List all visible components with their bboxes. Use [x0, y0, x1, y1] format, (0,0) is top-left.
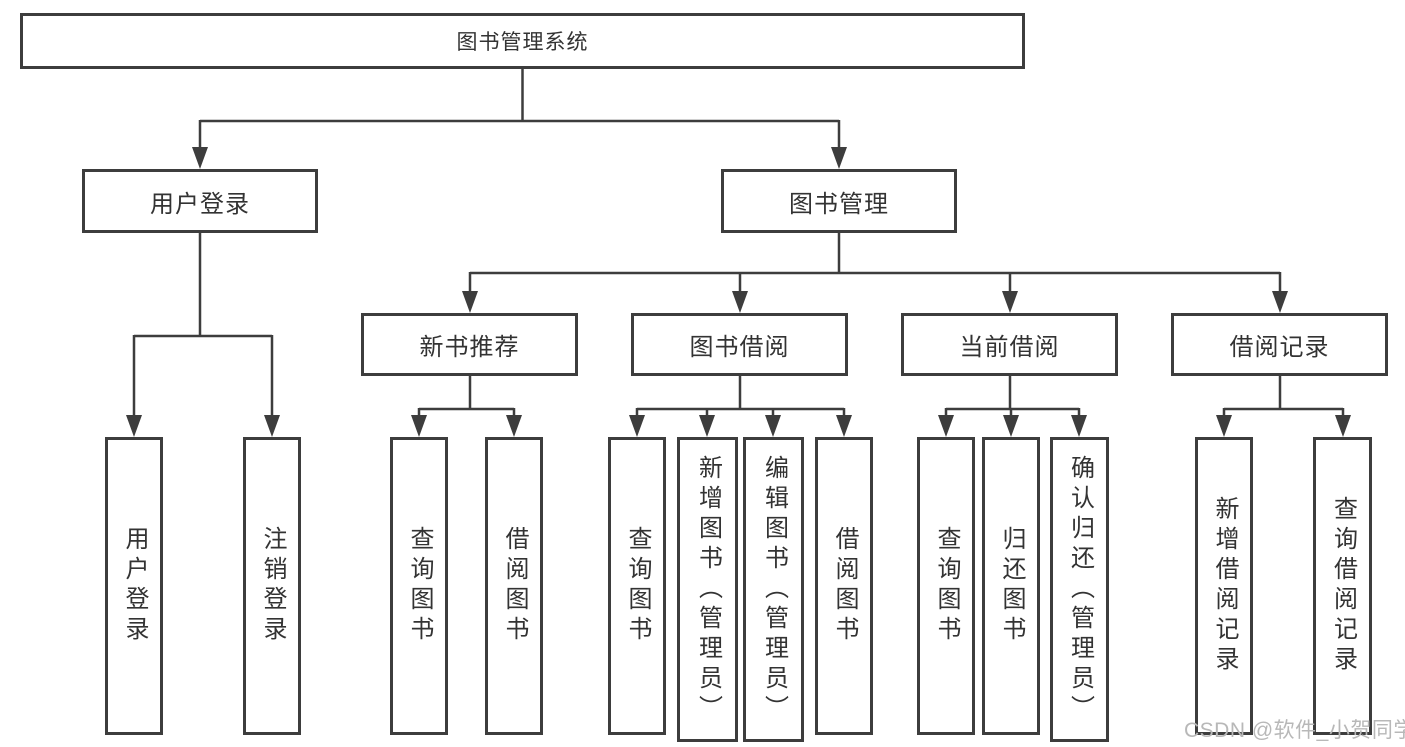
node-user-login: 用户登录 [82, 169, 318, 233]
node-book-borrowing: 图书借阅 [631, 313, 848, 376]
leaf-current-confirm-return-admin: 确认归还（管理员） [1050, 437, 1109, 742]
node-book-management: 图书管理 [721, 169, 957, 233]
leaf-borrowing-borrow-books: 借阅图书 [815, 437, 873, 735]
leaf-current-return-books: 归还图书 [982, 437, 1040, 735]
node-library-system: 图书管理系统 [20, 13, 1025, 69]
leaf-logout: 注销登录 [243, 437, 301, 735]
leaf-user-login: 用户登录 [105, 437, 163, 735]
node-current-borrowing: 当前借阅 [901, 313, 1118, 376]
node-borrowing-records: 借阅记录 [1171, 313, 1388, 376]
leaf-newrec-borrow-books: 借阅图书 [485, 437, 543, 735]
node-new-book-recommend: 新书推荐 [361, 313, 578, 376]
leaf-borrowing-edit-books-admin: 编辑图书（管理员） [743, 437, 804, 742]
leaf-newrec-query-books: 查询图书 [390, 437, 448, 735]
leaf-borrowing-add-books-admin: 新增图书（管理员） [677, 437, 738, 742]
leaf-borrowing-query-books: 查询图书 [608, 437, 666, 735]
leaf-records-query-record: 查询借阅记录 [1313, 437, 1372, 735]
tree-edges [132, 69, 1345, 421]
arrowheads [126, 147, 1351, 437]
csdn-watermark: CSDN @软件_小贺同学 [1184, 719, 1405, 742]
leaf-current-query-books: 查询图书 [917, 437, 975, 735]
leaf-records-add-record: 新增借阅记录 [1195, 437, 1253, 735]
